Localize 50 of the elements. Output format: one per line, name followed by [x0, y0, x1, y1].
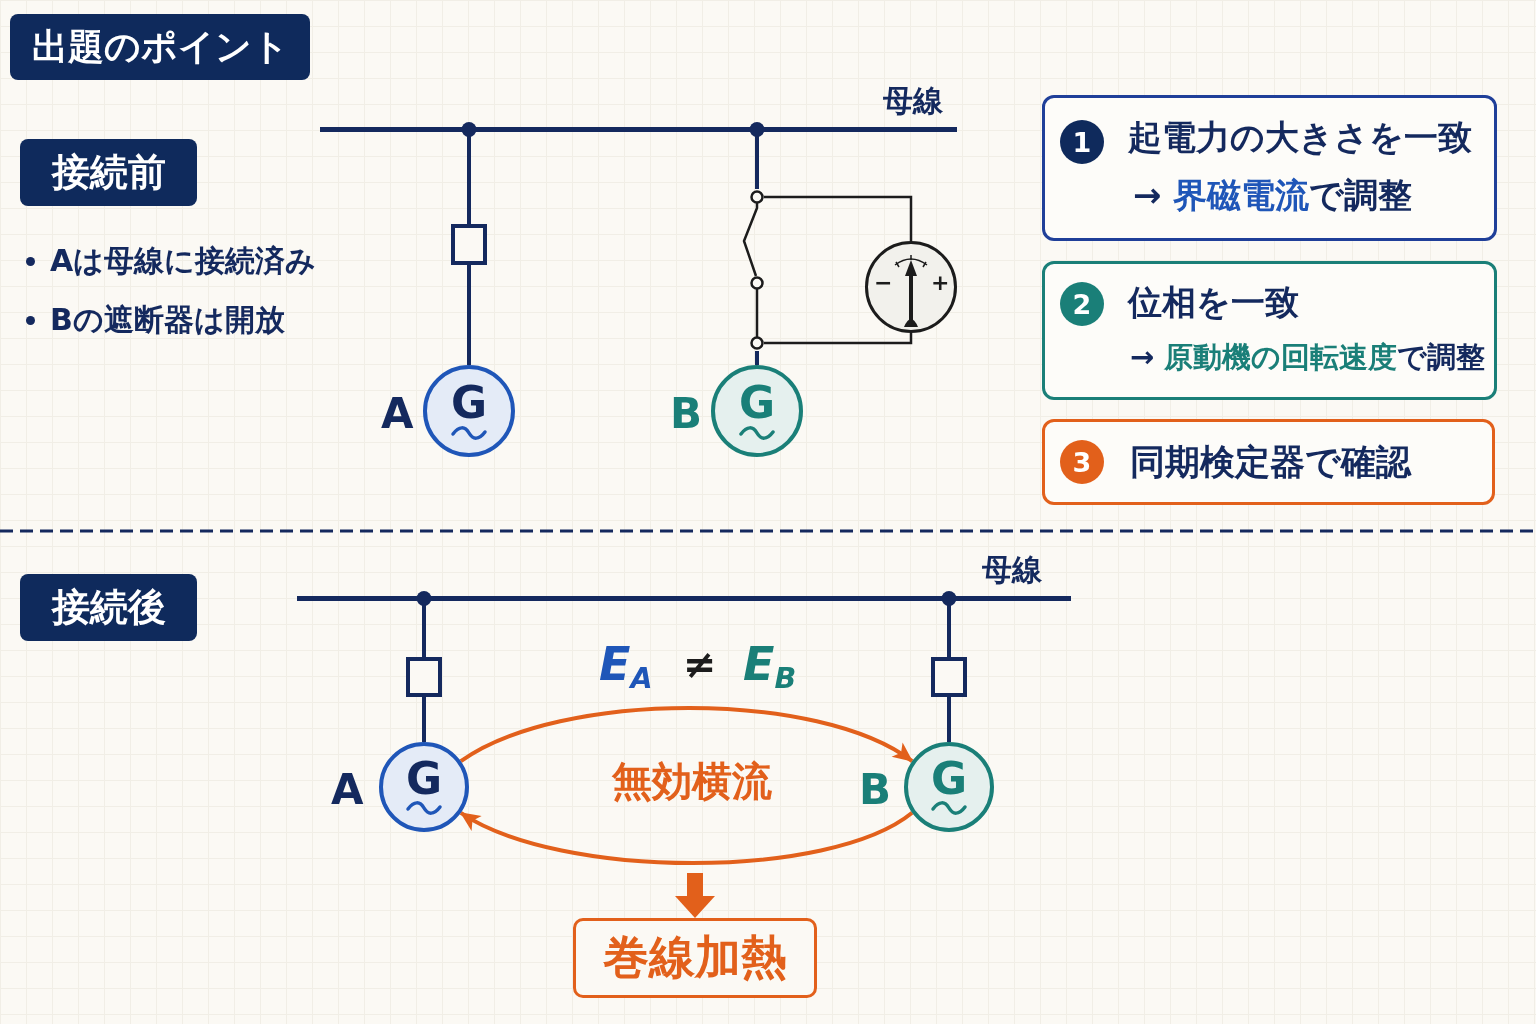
wire [764, 333, 913, 345]
generator-label: A [331, 763, 364, 816]
step-text: → 界磁電流で調整 [1133, 173, 1413, 217]
breaker-box [451, 224, 487, 265]
wire [422, 697, 426, 742]
wire [749, 122, 765, 189]
number-badge: 1 [1060, 120, 1104, 164]
open-switch [741, 189, 764, 351]
not-equal-sign: ≠ [683, 640, 717, 689]
curved-arrow [459, 705, 914, 763]
generator-letter: G [406, 752, 443, 807]
breaker-box [931, 657, 967, 697]
wire [941, 591, 957, 657]
wire [467, 265, 471, 365]
generator-letter: G [931, 752, 968, 807]
bus-label: 母線 [982, 551, 1042, 589]
step-text: → 原動機の回転速度で調整 [1130, 339, 1486, 375]
meter-sign: − [874, 269, 893, 297]
wire [416, 591, 432, 657]
section-tag: 接続前 [20, 139, 197, 206]
meter-sign: + [931, 269, 950, 297]
number-badge: 3 [1060, 440, 1104, 484]
formula-text: E$_{B}$ [743, 636, 797, 693]
generator-letter: G [451, 376, 488, 431]
result-box: 巻線加熱 [573, 918, 817, 998]
generator-label: A [381, 387, 414, 440]
breaker-box [406, 657, 442, 697]
curved-arrow [459, 811, 914, 865]
list-item-text: Aは母線に接続済み [50, 242, 317, 280]
step-card [1042, 419, 1495, 505]
step-card [1042, 261, 1497, 400]
step-text: 起電力の大きさを一致 [1128, 115, 1472, 159]
step-text: 同期検定器で確認 [1130, 441, 1411, 484]
title-banner: 出題のポイント [10, 14, 310, 80]
formula-text: E$_{A}$ [599, 636, 653, 693]
generator-label: B [670, 387, 702, 440]
step-card [1042, 95, 1497, 241]
wire [947, 697, 951, 742]
generator-letter: G [739, 376, 776, 431]
flow-label: 無効横流 [612, 757, 772, 806]
step-text: 位相を一致 [1128, 280, 1299, 324]
block-arrow [675, 873, 715, 918]
section-tag: 接続後 [20, 574, 197, 641]
number-badge: 2 [1060, 282, 1104, 326]
wire [755, 351, 759, 365]
wire [764, 195, 913, 241]
bus-label: 母線 [883, 82, 943, 120]
wire [461, 122, 477, 224]
generator-label: B [859, 763, 891, 816]
list-item-text: Bの遮断器は開放 [50, 301, 285, 339]
